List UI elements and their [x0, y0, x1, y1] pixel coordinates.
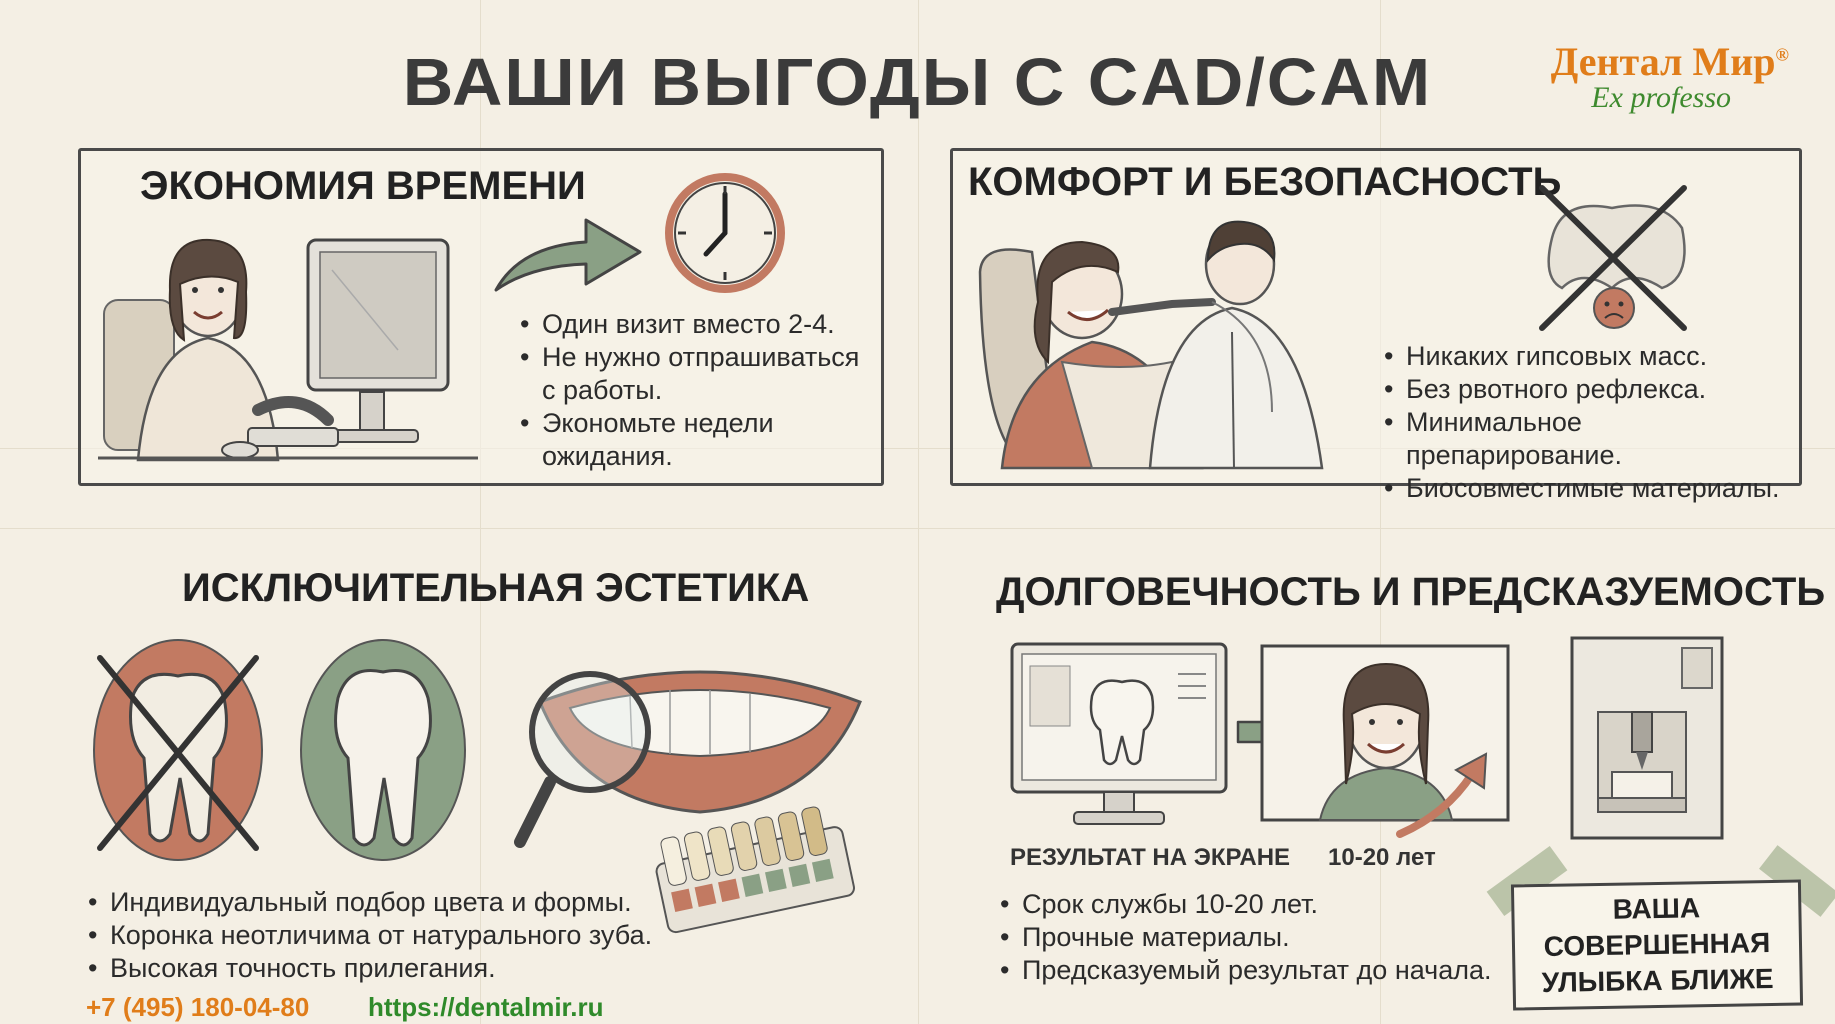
grid-line	[1380, 0, 1381, 1024]
bullet-list-comfort: Никаких гипсовых масс. Без рвотного рефл…	[1384, 340, 1804, 505]
brand-name: Дентал Мир	[1550, 39, 1776, 84]
bullet-item: Предсказуемый результат до начала.	[1000, 954, 1500, 987]
cta-text: ВАША СОВЕРШЕННАЯ УЛЫБКА БЛИЖЕ	[1541, 892, 1774, 999]
grid-line	[918, 0, 919, 1024]
grid-line	[0, 448, 1835, 449]
cta-note: ВАША СОВЕРШЕННАЯ УЛЫБКА БЛИЖЕ	[1510, 879, 1804, 1011]
panel-title-durability: ДОЛГОВЕЧНОСТЬ И ПРЕДСКАЗУЕМОСТЬ	[996, 570, 1826, 614]
bullet-item: Без рвотного рефлекса.	[1384, 373, 1804, 406]
bullet-item: Индивидуальный подбор цвета и формы.	[88, 886, 688, 919]
no-impression-tray-icon	[1539, 185, 1687, 331]
dentist-scanning-patient-illustration	[978, 220, 1324, 470]
panel-title-time: ЭКОНОМИЯ ВРЕМЕНИ	[140, 164, 586, 208]
panel-title-aesthetics: ИСКЛЮЧИТЕЛЬНАЯ ЭСТЕТИКА	[182, 566, 810, 610]
arrow-right-icon	[494, 218, 642, 292]
brand-logo: Дентал Мир® Ex professo	[1551, 38, 1789, 115]
caption-years: 10-20 лет	[1328, 844, 1436, 871]
page-title: ВАШИ ВЫГОДЫ С CAD/CAM	[402, 44, 1433, 120]
contact-phone[interactable]: +7 (495) 180-04-80	[86, 992, 310, 1022]
website-link[interactable]: https://dentalmir.ru	[368, 992, 604, 1022]
bullet-list-aesthetics: Индивидуальный подбор цвета и формы. Кор…	[88, 886, 688, 985]
panel-title-comfort: КОМФОРТ И БЕЗОПАСНОСТЬ	[968, 160, 1562, 204]
clock-icon	[665, 173, 785, 293]
bullet-item: Никаких гипсовых масс.	[1384, 340, 1804, 373]
bullet-item: Не нужно отпрашиваться с работы.	[520, 341, 880, 407]
grid-line	[0, 528, 1835, 529]
caption-result-on-screen: РЕЗУЛЬТАТ НА ЭКРАНЕ	[1010, 844, 1291, 871]
bullet-item: Коронка неотличима от натурального зуба.	[88, 919, 688, 952]
bullet-item: Высокая точность прилегания.	[88, 952, 688, 985]
smiling-woman-portrait-illustration	[1260, 644, 1510, 822]
bullet-item: Экономьте недели ожидания.	[520, 407, 880, 473]
milling-machine-illustration	[1570, 636, 1724, 840]
bullet-item: Прочные материалы.	[1000, 921, 1500, 954]
crossed-out-tooth-icon	[93, 639, 263, 861]
bullet-item: Минимальное препарирование.	[1384, 406, 1804, 472]
woman-at-computer-illustration	[98, 238, 478, 462]
bullet-list-durability: Срок службы 10-20 лет. Прочные материалы…	[1000, 888, 1500, 987]
monitor-with-tooth-model-illustration	[1010, 642, 1228, 825]
bullet-item: Один визит вместо 2-4.	[520, 308, 880, 341]
grid-line	[480, 0, 481, 1024]
smile-with-magnifier-illustration	[514, 670, 862, 934]
bullet-item: Срок службы 10-20 лет.	[1000, 888, 1500, 921]
brand-reg: ®	[1775, 44, 1789, 65]
brand-tagline: Ex professo	[1591, 81, 1731, 114]
healthy-tooth-icon	[300, 639, 466, 861]
bullet-list-time: Один визит вместо 2-4. Не нужно отпрашив…	[520, 308, 880, 473]
bullet-item: Биосовместимые материалы.	[1384, 472, 1804, 505]
upward-trend-arrow-icon	[1396, 752, 1488, 838]
